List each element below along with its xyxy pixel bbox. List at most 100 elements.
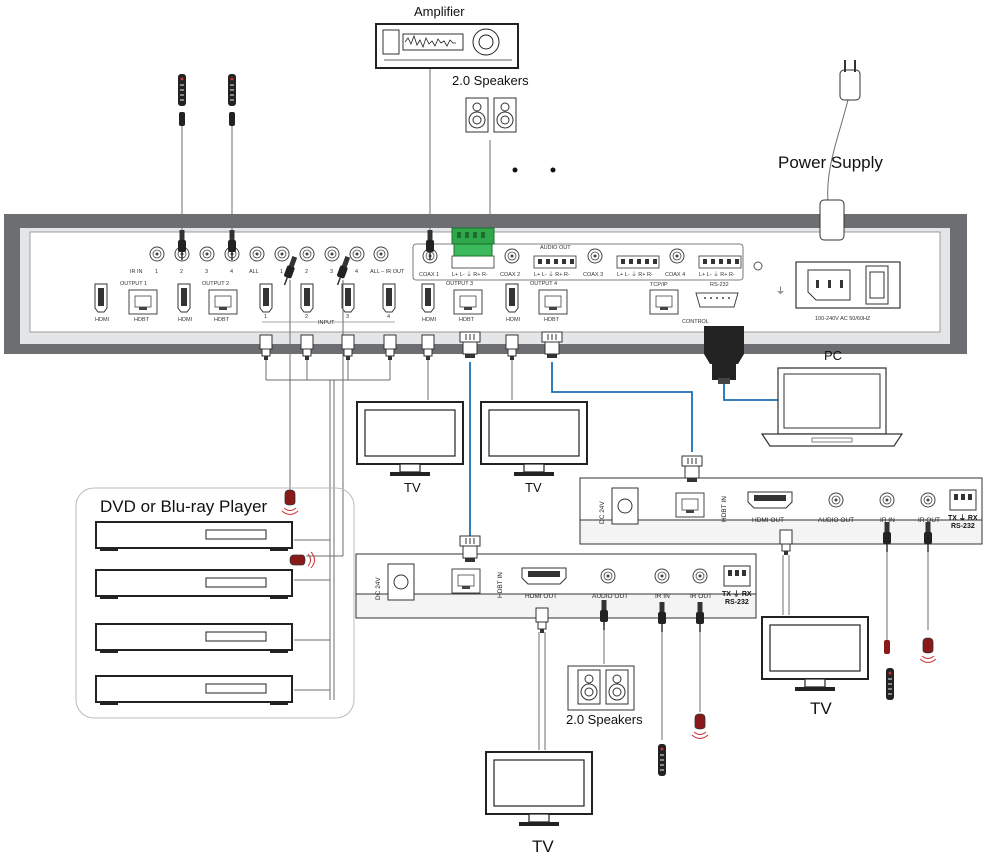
output-ports: HDMI HDBT HDMI HDBT HDMI HDBT HDMI HDBT … — [94, 281, 568, 323]
hdbt-in-label-bottom: HDBT IN — [497, 572, 504, 598]
control-ports: TCP/IP RS-232 CONTROL ⏚ — [649, 261, 785, 325]
ir-emitter-icon — [281, 489, 299, 515]
input-num-4: 4 — [387, 314, 390, 320]
db9-connector — [704, 326, 744, 384]
ir-num-2: 2 — [180, 269, 183, 275]
ir-in-label: IR IN — [130, 269, 143, 275]
lr-pins-1: L+ L- ⏚ R+ R- — [452, 271, 488, 278]
ir-num-4: 4 — [230, 269, 233, 275]
output-2-label: OUTPUT 2 — [202, 281, 229, 287]
txrx-label-right: TX ⏚ RX — [948, 514, 978, 522]
tv-receiver-bottom: TV — [485, 751, 593, 856]
ir-out-label-bottom: IR OUT — [690, 593, 712, 600]
power-rating-label: 100-240V AC 50/60HZ — [815, 316, 871, 322]
rs232-label-bottom: RS-232 — [725, 599, 749, 606]
power-supply-label: Power Supply — [778, 153, 883, 172]
ir-num-3: 3 — [205, 269, 208, 275]
tv-output-2: TV — [480, 401, 588, 495]
input-num-1: 1 — [264, 314, 267, 320]
irout-num-3: 3 — [330, 269, 333, 275]
audio-out-label-bottom: AUDIO OUT — [592, 593, 628, 600]
hdmi-label-o2: HDMI — [178, 317, 193, 323]
coax1-label: COAX 1 — [419, 272, 439, 278]
remote-icon — [228, 74, 236, 106]
hdbt-label-o4: HDBT — [544, 317, 560, 323]
tv-label-4: TV — [532, 837, 554, 856]
lr-pins-2: L+ L- ⏚ R+ R- — [534, 271, 570, 278]
tv-label-1: TV — [404, 480, 421, 495]
rs232-port-label: RS-232 — [710, 282, 729, 288]
input-label: INPUT — [318, 320, 335, 326]
phoenix-connector — [451, 227, 495, 257]
input-ports: 1 2 3 4 INPUT — [259, 283, 396, 326]
hdbt-label-o3: HDBT — [459, 317, 475, 323]
input-num-2: 2 — [305, 314, 308, 320]
hdbt-receiver-right: DC 24V HDBT IN HDMI OUT AUDIO OUT IR IN … — [579, 455, 983, 556]
tcpip-label: TCP/IP — [650, 282, 668, 288]
remote-icon — [886, 668, 894, 700]
speakers-top: 2.0 Speakers — [452, 73, 556, 173]
speakers-top-label: 2.0 Speakers — [452, 73, 529, 88]
hdbt-cables — [469, 362, 778, 538]
output-4-label: OUTPUT 4 — [530, 281, 557, 287]
tv-label-3: TV — [810, 699, 832, 718]
ir-emitter-icon — [691, 713, 709, 739]
hdmi-label-o3: HDMI — [422, 317, 437, 323]
speakers-bottom: 2.0 Speakers — [566, 665, 643, 727]
ir-num-1: 1 — [155, 269, 158, 275]
audio-out-label: AUDIO OUT — [540, 245, 571, 251]
pc-laptop: PC — [760, 348, 904, 447]
remote-icon — [178, 74, 186, 106]
control-label: CONTROL — [682, 319, 709, 325]
output-1-label: OUTPUT 1 — [120, 281, 147, 287]
hdbt-in-label-right: HDBT IN — [721, 496, 728, 522]
irout-num-1: 1 — [280, 269, 283, 275]
hdbt-label-o2: HDBT — [214, 317, 230, 323]
irout-num-4: 4 — [355, 269, 358, 275]
rs232-label-right: RS-232 — [951, 523, 975, 530]
amplifier: Amplifier — [375, 4, 519, 69]
ground-icon: ⏚ — [776, 286, 785, 296]
lr-pins-3: L+ L- ⏚ R+ R- — [617, 271, 653, 278]
txrx-label-bottom: TX ⏚ RX — [722, 590, 752, 598]
lr-pins-4: L+ L- ⏚ R+ R- — [699, 271, 735, 278]
tv-label-2: TV — [525, 480, 542, 495]
dvd-player-group: DVD or Blu-ray Player — [75, 487, 355, 719]
output-3-label: OUTPUT 3 — [446, 281, 473, 287]
ir-port-row: IR IN 1 2 3 4 ALL 1 2 3 4 ALL – IR OUT — [130, 246, 405, 275]
hdbt-label-o1: HDBT — [134, 317, 150, 323]
pc-label: PC — [824, 348, 842, 363]
ir-in-label-bottom: IR IN — [655, 593, 670, 600]
remote-icon — [658, 744, 666, 776]
remote-controls-top — [178, 74, 236, 126]
coax2-label: COAX 2 — [500, 272, 520, 278]
ir-out-label-right: IR OUT — [918, 517, 940, 524]
hdmi-out-label-bottom: HDMI OUT — [525, 593, 557, 600]
dc24v-label-right: DC 24V — [599, 501, 606, 524]
power-plug-icon — [819, 60, 861, 241]
speakers-bottom-label: 2.0 Speakers — [566, 712, 643, 727]
ir-in-label-right: IR IN — [880, 517, 895, 524]
audio-out-label-right: AUDIO OUT — [818, 517, 854, 524]
ir-emitter-icon — [919, 637, 937, 663]
dvd-player-label: DVD or Blu-ray Player — [100, 497, 268, 516]
ir-emitter-icon — [289, 551, 315, 569]
hdbt-receiver-bottom: DC 24V HDBT IN HDMI OUT AUDIO OUT IR IN … — [355, 535, 757, 634]
coax3-label: COAX 3 — [583, 272, 603, 278]
power-inlet: 100-240V AC 50/60HZ — [795, 261, 901, 322]
all-ir-out-label: ALL – IR OUT — [370, 269, 405, 275]
ir-all-label: ALL — [249, 269, 259, 275]
input-num-3: 3 — [346, 314, 349, 320]
tv-receiver-right: TV — [761, 616, 869, 718]
hdmi-out-label-right: HDMI OUT — [752, 517, 784, 524]
dc24v-label-bottom: DC 24V — [375, 577, 382, 600]
amplifier-label: Amplifier — [414, 4, 465, 19]
ir-accessories — [658, 637, 937, 776]
power-supply: Power Supply — [778, 60, 883, 241]
coax4-label: COAX 4 — [665, 272, 685, 278]
tv-output-1: TV — [356, 401, 464, 495]
audio-out-panel: AUDIO OUT COAX 1 COAX 2 COAX 3 COAX 4 L+… — [412, 243, 744, 281]
irout-num-2: 2 — [305, 269, 308, 275]
hdmi-label-o4: HDMI — [506, 317, 521, 323]
